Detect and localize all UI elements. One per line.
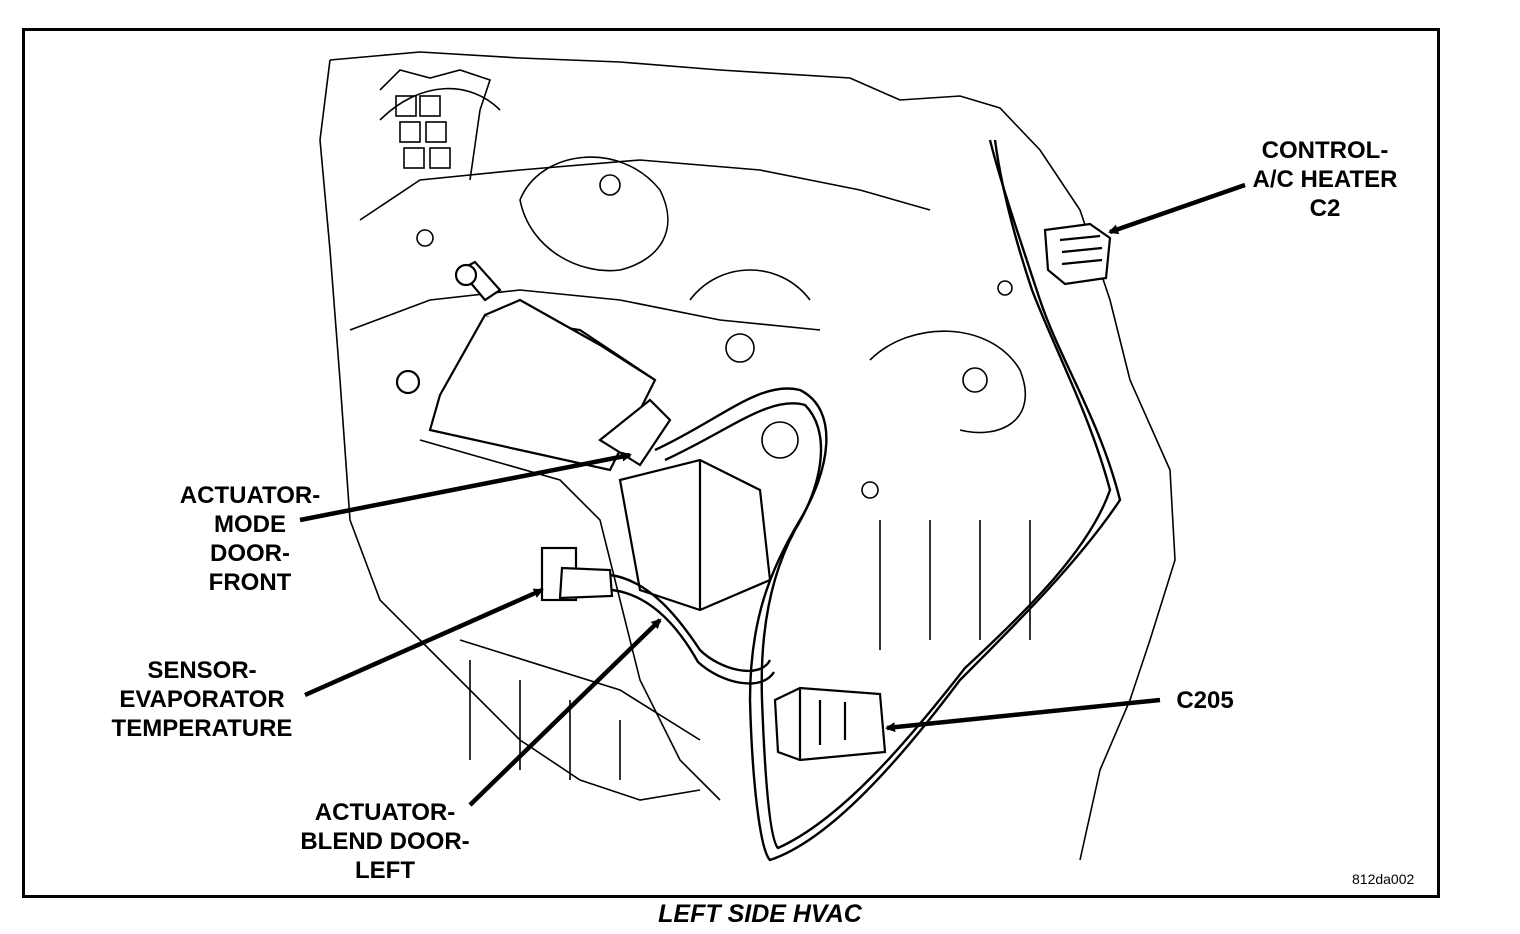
- diagram-frame: [22, 28, 1440, 898]
- callout-actuator-blend-door-left: ACTUATOR- BLEND DOOR- LEFT: [300, 799, 470, 884]
- arrow-c205: [885, 697, 1161, 733]
- leader-arrows: [299, 182, 1246, 807]
- wiring-harness: [609, 139, 1122, 862]
- figure-id: 812da002: [1352, 871, 1415, 887]
- evaporator-sensor: [540, 546, 614, 602]
- c205-connector: [773, 686, 887, 762]
- callout-c205: C205: [1176, 687, 1234, 714]
- hvac-housing: [319, 51, 1176, 861]
- arrow-control-ac-heater-c2: [1108, 182, 1246, 235]
- arrow-actuator-mode-door-front: [299, 451, 632, 523]
- callout-actuator-mode-door-front: ACTUATOR- MODE DOOR- FRONT: [179, 482, 321, 596]
- arrow-actuator-blend-door-left: [468, 618, 662, 807]
- figure-caption: LEFT SIDE HVAC: [658, 900, 862, 928]
- callout-control-ac-heater-c2: CONTROL- A/C HEATER C2: [1252, 137, 1398, 222]
- c2-connector: [1043, 222, 1112, 286]
- callout-sensor-evaporator-temperature: SENSOR- EVAPORATOR TEMPERATURE: [111, 657, 293, 742]
- arrow-sensor-evaporator-temperature: [304, 587, 544, 698]
- mode-door-actuator: [395, 260, 672, 472]
